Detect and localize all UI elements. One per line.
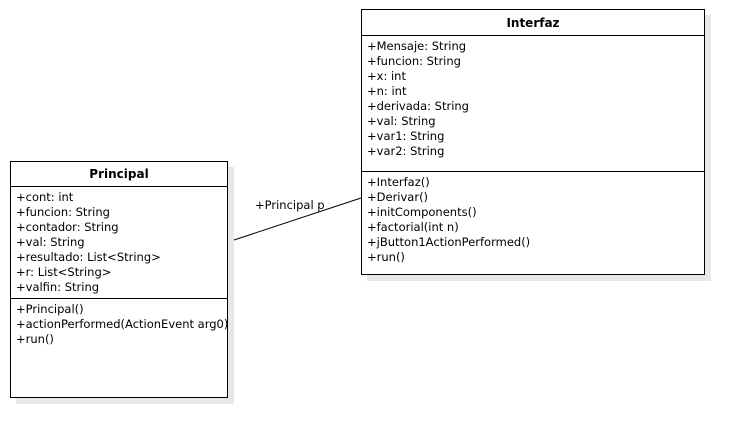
attribute-row: +x: int: [367, 69, 406, 83]
operations-compartment-interfaz: +Interfaz() +Derivar() +initComponents()…: [362, 172, 704, 267]
attribute-row: +n: int: [367, 84, 407, 98]
association-label: +Principal p: [255, 198, 325, 212]
class-box-principal[interactable]: Principal +cont: int +funcion: String +c…: [10, 161, 228, 398]
operation-row: +run(): [16, 332, 54, 346]
attributes-compartment-principal: +cont: int +funcion: String +contador: S…: [11, 187, 227, 299]
attribute-row: +Mensaje: String: [367, 39, 467, 53]
attribute-row: +resultado: List<String>: [16, 250, 161, 264]
class-name-principal: Principal: [11, 162, 227, 187]
operation-row: +Derivar(): [367, 190, 429, 204]
operation-row: +Interfaz(): [367, 175, 430, 189]
attribute-row: +valfin: String: [16, 280, 100, 294]
attributes-compartment-interfaz: +Mensaje: String +funcion: String +x: in…: [362, 36, 704, 172]
operation-row: +Principal(): [16, 302, 84, 316]
attribute-row: +val: String: [367, 114, 436, 128]
operation-row: +run(): [367, 250, 405, 264]
operation-row: +factorial(int n): [367, 220, 459, 234]
attribute-row: +val: String: [16, 235, 85, 249]
operation-row: +actionPerformed(ActionEvent arg0): [16, 317, 229, 331]
attribute-row: +contador: String: [16, 220, 119, 234]
attribute-row: +var1: String: [367, 129, 445, 143]
attribute-row: +funcion: String: [16, 205, 110, 219]
attribute-row: +funcion: String: [367, 54, 461, 68]
operation-row: +initComponents(): [367, 205, 477, 219]
association-line[interactable]: [227, 197, 362, 243]
attribute-row: +cont: int: [16, 190, 74, 204]
attribute-row: +var2: String: [367, 144, 445, 158]
class-box-interfaz[interactable]: Interfaz +Mensaje: String +funcion: Stri…: [361, 9, 705, 275]
attribute-row: +r: List<String>: [16, 265, 112, 279]
operations-compartment-principal: +Principal() +actionPerformed(ActionEven…: [11, 299, 229, 349]
attribute-row: +derivada: String: [367, 99, 469, 113]
class-name-interfaz: Interfaz: [362, 10, 704, 36]
operation-row: +jButton1ActionPerformed(): [367, 235, 531, 249]
